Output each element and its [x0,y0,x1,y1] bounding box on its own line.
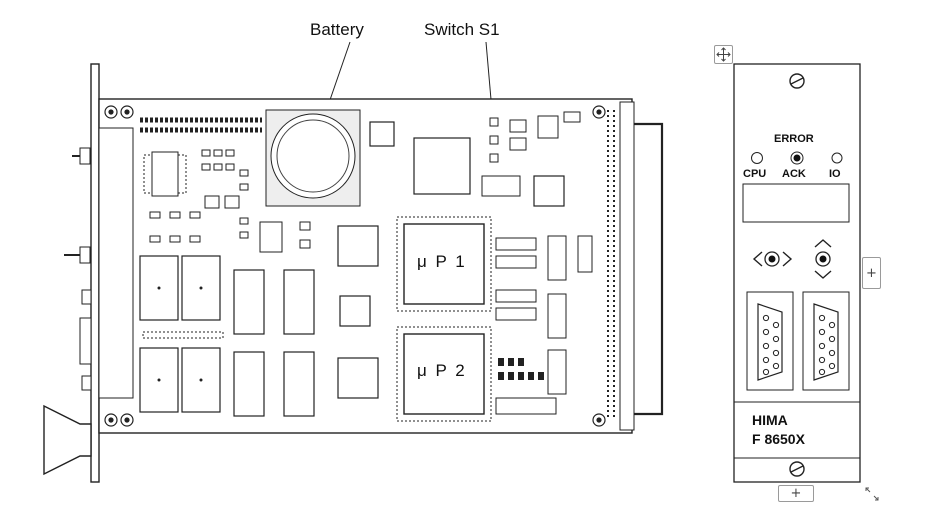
resize-handle[interactable] [862,484,881,503]
serial-connector-right-icon [802,291,850,391]
led-cpu-indicator [751,152,763,164]
led-io-indicator [831,152,843,164]
battery-callout-label: Battery [310,20,364,39]
led-cpu-label: CPU [743,168,767,180]
move-handle[interactable] [714,45,733,64]
battery-component [265,109,361,207]
ejector-lever [43,404,92,476]
cpu2-label: μ P 2 [417,361,467,380]
edge-connector [619,101,635,431]
cpu1-chip [396,216,492,312]
model-label: F 8650X [752,431,805,447]
led-ack-label: ACK [782,168,806,180]
horizontal-adjust-icon [752,251,793,267]
add-right-button[interactable]: + [862,257,881,289]
switch-s1-callout-label: Switch S1 [424,20,500,39]
top-screw-icon [789,73,805,89]
bottom-screw-icon [789,461,805,477]
cpu1-label: μ P 1 [417,252,467,271]
vertical-adjust-icon [814,239,832,279]
switch-s1 [481,175,521,197]
front-panel [733,63,861,483]
move-icon [716,47,731,62]
brand-label: HIMA [752,412,788,428]
resize-icon [865,487,878,500]
led-io-label: IO [829,168,841,180]
serial-connector-left-icon [746,291,794,391]
display-window [742,183,850,223]
add-bottom-button[interactable]: + [778,485,814,502]
cpu2-chip [396,326,492,422]
error-label: ERROR [774,133,814,145]
